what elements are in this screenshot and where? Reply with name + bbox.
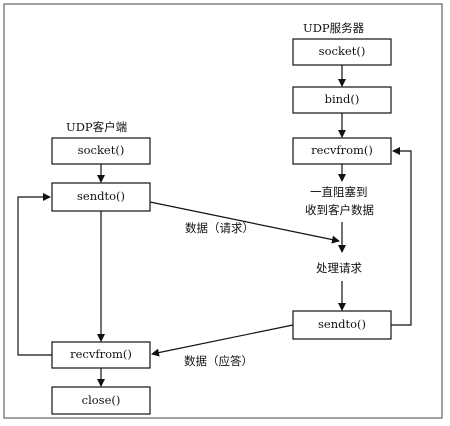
server-block-text-2: 收到客户数据 bbox=[305, 203, 374, 217]
client-close-box bbox=[51, 386, 151, 415]
client-socket-label: socket() bbox=[78, 143, 125, 157]
client-close-label: close() bbox=[82, 393, 121, 407]
arrow-request bbox=[149, 201, 340, 244]
client-sendto-box bbox=[51, 182, 151, 212]
server-socket-label: socket() bbox=[319, 44, 366, 58]
server-bind-box bbox=[292, 86, 392, 114]
request-label: 数据（请求） bbox=[185, 221, 254, 235]
response-label: 数据（应答） bbox=[184, 354, 253, 368]
client-sendto-label: sendto() bbox=[77, 189, 125, 203]
arrow-server-loop-back bbox=[391, 147, 412, 326]
client-socket-box bbox=[51, 137, 151, 165]
server-recvfrom-label: recvfrom() bbox=[311, 143, 373, 157]
client-recvfrom-box bbox=[51, 341, 151, 369]
arrow-client-loop-back bbox=[17, 193, 52, 356]
client-recvfrom-label: recvfrom() bbox=[70, 347, 132, 361]
server-title: UDP服务器 bbox=[303, 21, 365, 35]
outer-frame bbox=[3, 3, 443, 419]
server-process-text: 处理请求 bbox=[316, 261, 362, 275]
server-bind-label: bind() bbox=[325, 92, 360, 106]
server-sendto-label: sendto() bbox=[318, 317, 366, 331]
client-title: UDP客户端 bbox=[66, 120, 127, 134]
server-block-text-1: 一直阻塞到 bbox=[310, 185, 368, 199]
server-recvfrom-box bbox=[292, 137, 392, 165]
arrow-response bbox=[151, 324, 294, 357]
